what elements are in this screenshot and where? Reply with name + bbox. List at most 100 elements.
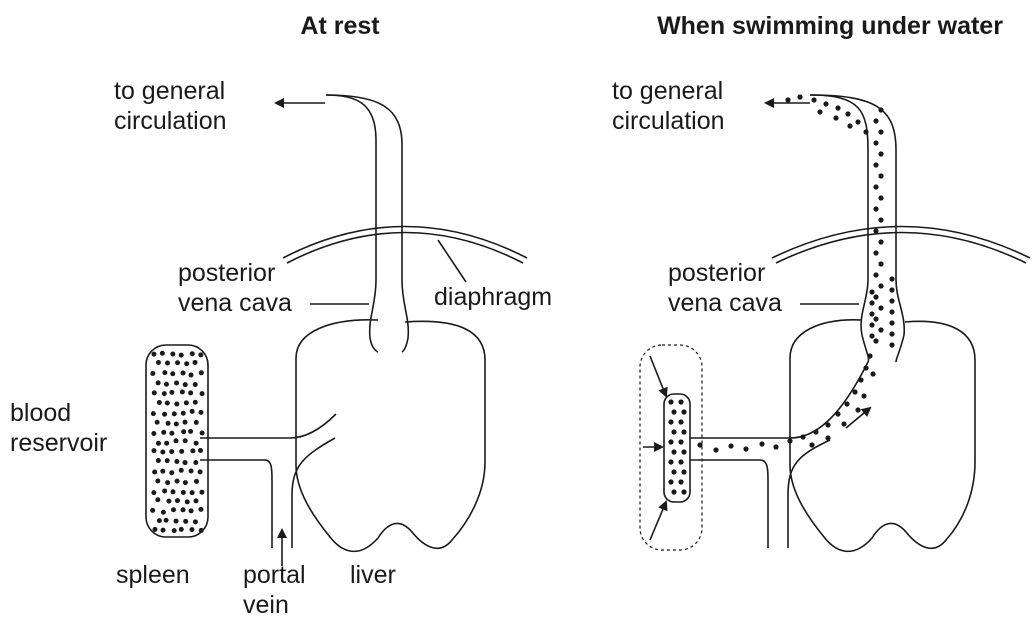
blood-cell-dot [878, 129, 883, 134]
blood-cell-dot [878, 283, 883, 288]
blood-cell-dot [678, 459, 683, 464]
portal-vein-upper [200, 414, 336, 438]
blood-cell-dot [194, 420, 199, 425]
blood-cell-dot [156, 441, 161, 446]
blood-cell-dot [869, 311, 874, 316]
blood-cell-dot [155, 497, 160, 502]
blood-cell-dot [873, 316, 878, 321]
blood-cell-dot [183, 460, 188, 465]
blood-cell-dot [151, 448, 156, 453]
blood-cell-dot [181, 490, 186, 495]
blood-cell-dot [169, 431, 174, 436]
blood-cell-dot [797, 94, 802, 99]
panel-swimming: When swimming under water to general cir… [612, 12, 1030, 551]
blood-cell-dot [165, 400, 170, 405]
blood-cell-dot [863, 129, 868, 134]
blood-cell-dot [161, 430, 166, 435]
blood-cell-dot [179, 468, 184, 473]
blood-cell-dot [166, 421, 171, 426]
blood-cell-dot [161, 510, 166, 515]
blood-cell-dot [190, 409, 195, 414]
blood-cell-dot [811, 97, 816, 102]
blood-cell-dot [889, 287, 894, 292]
blood-cell-dot [170, 371, 175, 376]
blood-cell-dot [174, 380, 179, 385]
blood-cell-dot [873, 162, 878, 167]
blood-cell-dot [188, 390, 193, 395]
panel-title-swimming: When swimming under water [657, 12, 1003, 40]
blood-cell-dot [172, 528, 177, 533]
blood-cell-dot [681, 489, 686, 494]
blood-cell-dot [198, 410, 203, 415]
blood-cell-dot [878, 305, 883, 310]
blood-cell-dot [193, 360, 198, 365]
blood-cell-dot [835, 105, 840, 110]
blood-cell-dot [156, 380, 161, 385]
blood-cell-dot [152, 527, 157, 532]
blood-cell-dot [199, 528, 204, 533]
blood-cell-dot [867, 353, 872, 358]
blood-cell-dot [773, 444, 778, 449]
spleen-dots [150, 351, 204, 533]
blood-cell-dot [873, 206, 878, 211]
blood-cell-dot [889, 309, 894, 314]
blood-cell-dot [873, 184, 878, 189]
blood-cell-dot [847, 123, 852, 128]
blood-cell-dot [833, 115, 838, 120]
liver-outline [296, 320, 485, 552]
label-vena-cava: vena cava [178, 289, 292, 317]
blood-cell-dot [165, 458, 170, 463]
blood-cell-dot [668, 399, 673, 404]
blood-cell-dot [200, 391, 205, 396]
blood-cell-dot [787, 438, 792, 443]
portal-vein-lower-left [200, 460, 272, 548]
blood-cell-dot [189, 527, 194, 532]
blood-cell-dot [785, 97, 790, 102]
contract-arrow-top [650, 356, 666, 396]
blood-cell-dot [678, 479, 683, 484]
blood-cell-dot [175, 479, 180, 484]
blood-cell-dot [198, 507, 203, 512]
blood-cell-dot [681, 469, 686, 474]
blood-cell-dot [161, 528, 166, 533]
blood-cell-dot [198, 469, 203, 474]
blood-cell-dot [162, 488, 167, 493]
blood-cell-dot [878, 261, 883, 266]
panel-title: At rest [300, 12, 380, 40]
blood-cell-dot [855, 407, 860, 412]
splenic-vein-upper [690, 362, 868, 438]
blood-cell-dot [183, 519, 188, 524]
blood-cell-dot [869, 289, 874, 294]
blood-cell-dot [151, 411, 156, 416]
diaphragm-leader [438, 240, 466, 282]
blood-cell-dot [171, 507, 176, 512]
blood-cell-dot [873, 228, 878, 233]
blood-cell-dot [878, 217, 883, 222]
vena-cava-left-wall [326, 95, 378, 352]
blood-cell-dot [870, 371, 875, 376]
blood-cell-dot [873, 338, 878, 343]
blood-cell-dot [164, 441, 169, 446]
diaphragm-arc-inner [287, 233, 523, 264]
blood-cell-dot [800, 434, 805, 439]
blood-cell-dot [889, 298, 894, 303]
blood-cell-dot [150, 508, 155, 513]
blood-cell-dot [671, 429, 676, 434]
blood-cell-dot [174, 438, 179, 443]
blood-cell-dot [697, 442, 702, 447]
blood-cell-dot [844, 401, 849, 406]
blood-cell-dot [175, 360, 180, 365]
blood-cell-dot [681, 409, 686, 414]
contract-arrow-bottom [650, 502, 666, 540]
blood-cell-dot [164, 382, 169, 387]
blood-cell-dot [160, 469, 165, 474]
blood-cell-dot [199, 490, 204, 495]
blood-cell-dot [190, 490, 195, 495]
blood-cell-dot [878, 195, 883, 200]
label-reservoir: reservoir [10, 429, 107, 457]
blood-cell-dot [198, 448, 203, 453]
blood-cell-dot [878, 173, 883, 178]
label-posterior: posterior [668, 259, 765, 287]
blood-cell-dot [151, 431, 156, 436]
